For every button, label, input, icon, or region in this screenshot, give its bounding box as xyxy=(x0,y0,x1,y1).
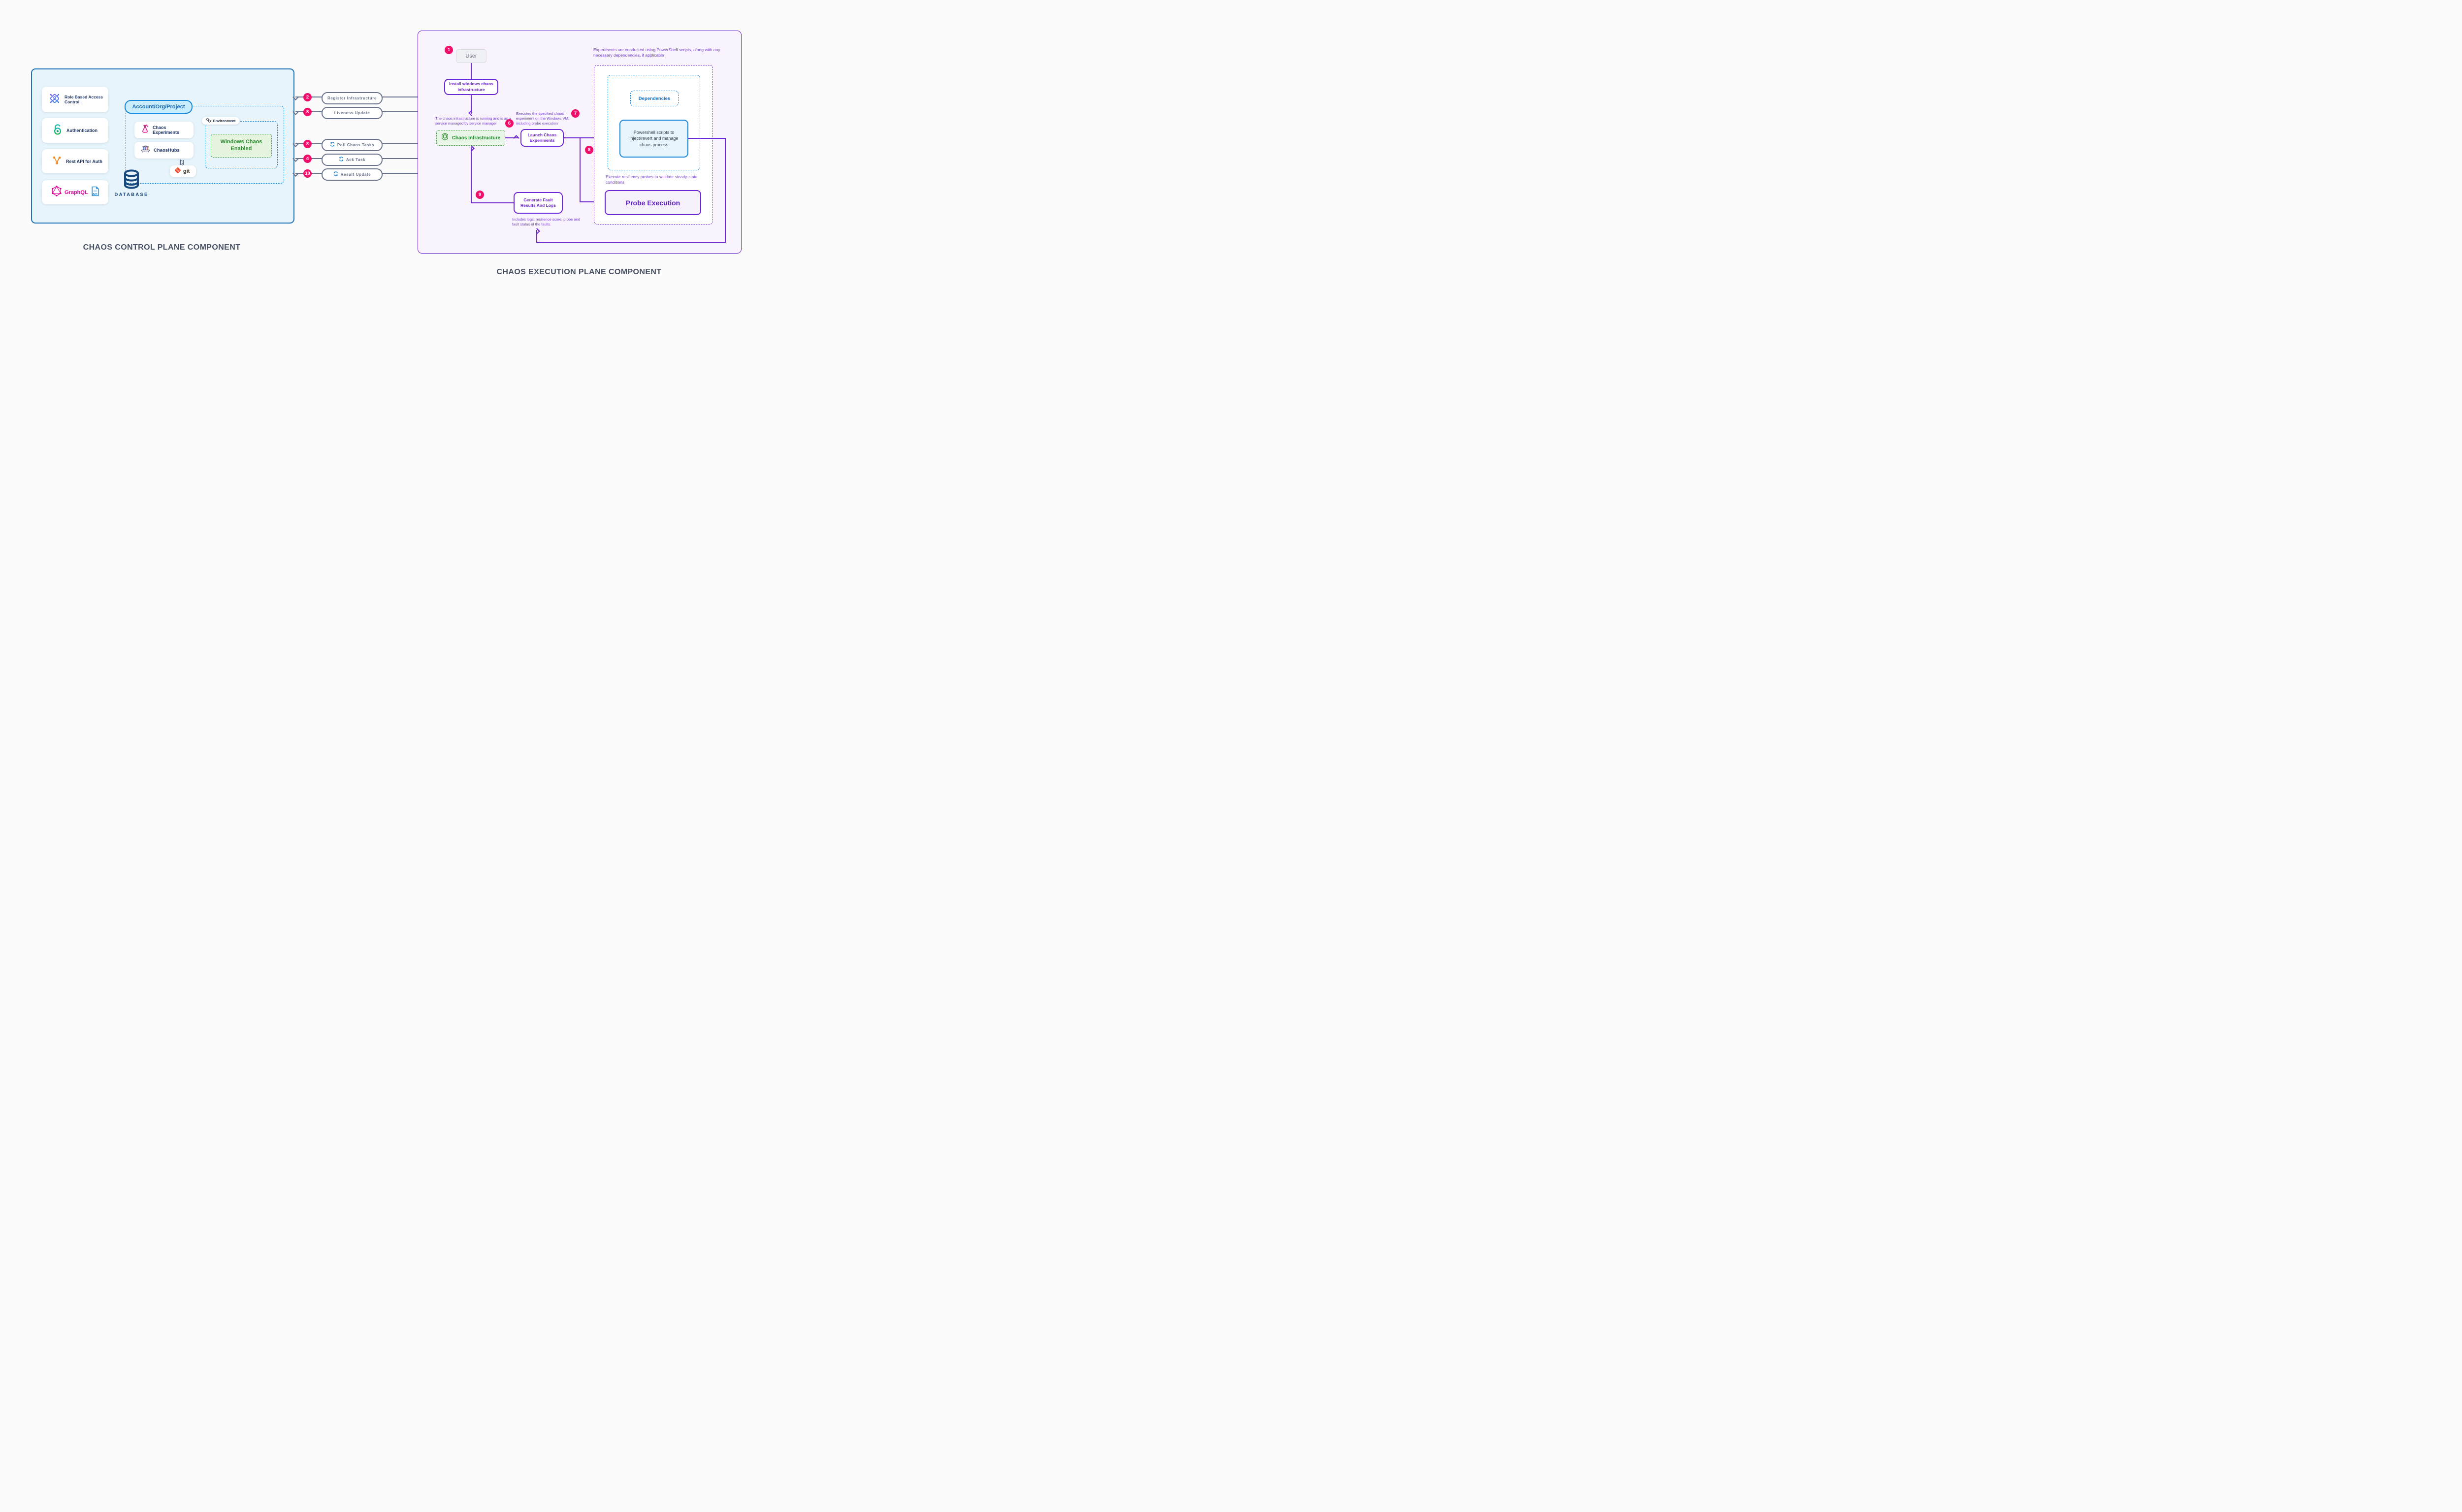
rbac-icon xyxy=(49,93,61,107)
account-scope-region xyxy=(126,106,284,184)
step-badge: 4 xyxy=(303,154,312,163)
git-icon xyxy=(174,167,181,176)
test-tube-rack-icon xyxy=(141,145,150,156)
connector xyxy=(564,137,616,138)
card-authentication: Authentication xyxy=(42,118,108,143)
sync-icon xyxy=(330,142,335,148)
card-label: Authentication xyxy=(66,128,97,133)
note-includes: Includes logs, resilience score, probe a… xyxy=(512,217,580,227)
node-label: Powershell scripts to inject/revert and … xyxy=(629,129,679,147)
step-badge: 3 xyxy=(303,107,312,116)
svg-text:API: API xyxy=(93,193,97,195)
powershell-scripts-node: Powershell scripts to inject/revert and … xyxy=(619,120,688,158)
flow-pill-liveness-update: Liveness Update xyxy=(322,106,383,119)
hexagon-icon xyxy=(441,132,449,143)
execution-plane-title: CHAOS EXECUTION PLANE COMPONENT xyxy=(496,268,662,276)
database-label: DATABASE xyxy=(114,192,149,197)
sync-icon xyxy=(339,157,344,162)
card-label: Role Based Access Control xyxy=(65,95,103,104)
card-rest-api-for-auth: Rest API for Auth xyxy=(42,149,108,173)
git-sync-down-line xyxy=(183,160,184,165)
git-node: git xyxy=(170,165,196,177)
control-plane-title: CHAOS CONTROL PLANE COMPONENT xyxy=(83,243,241,252)
step-badge: 6 xyxy=(505,119,514,128)
step-badge: 2 xyxy=(303,93,312,101)
git-label: git xyxy=(183,168,190,174)
database-icon xyxy=(123,169,140,193)
connector xyxy=(471,63,472,79)
flow-label: Liveness Update xyxy=(334,110,370,115)
windows-chaos-enabled-label: Windows Chaos Enabled xyxy=(220,139,262,152)
step-badge: 7 xyxy=(571,109,580,118)
probe-execution-node: Probe Execution xyxy=(605,190,701,215)
flow-label: Register Infrastructure xyxy=(327,96,377,100)
hexagons-icon xyxy=(206,118,211,124)
connector xyxy=(471,202,514,203)
environment-region xyxy=(205,121,278,168)
account-org-project-pill: Account/Org/Project xyxy=(125,100,193,114)
flow-pill-result-update: Result Update xyxy=(322,168,383,181)
user-node: User xyxy=(456,49,486,63)
flow-label: Ack Task xyxy=(346,157,366,162)
flow-label: Result Update xyxy=(340,172,371,177)
api-document-icon: API xyxy=(91,186,99,199)
connector xyxy=(688,138,726,139)
scripts-inner-region xyxy=(608,75,700,170)
generate-fault-results-node: Generate Fault Results And Logs xyxy=(514,192,563,214)
step-badge: 10 xyxy=(303,169,312,178)
flask-icon xyxy=(141,124,149,136)
node-label: Launch Chaos Experiments xyxy=(527,132,557,143)
node-label: Chaos Infrastructure xyxy=(452,135,501,141)
git-sync-up-line xyxy=(180,160,181,165)
environment-pill: Environment xyxy=(202,117,239,125)
environment-label: Environment xyxy=(213,119,236,123)
card-graphql: GraphQL API xyxy=(42,180,108,204)
launch-chaos-experiments-node: Launch Chaos Experiments xyxy=(520,129,564,147)
note-probes: Execute resiliency probes to validate st… xyxy=(606,174,698,185)
connector xyxy=(471,147,472,203)
step-badge: 8 xyxy=(585,146,593,154)
connector xyxy=(580,137,581,202)
windows-chaos-enabled-node: Windows Chaos Enabled xyxy=(211,134,272,158)
graphql-icon xyxy=(52,186,62,199)
connector xyxy=(471,95,472,114)
card-role-based-access-control: Role Based Access Control xyxy=(42,87,108,112)
node-label: ChaosHubs xyxy=(154,147,180,153)
flow-pill-ack-task: Ack Task xyxy=(322,153,383,166)
note-running: The chaos infrastructure is running and … xyxy=(435,116,511,126)
connector xyxy=(725,138,726,243)
install-windows-chaos-infrastructure-node: Install windows chaos infrastructure xyxy=(444,79,498,95)
note-executes: Executes the specified chaos experiment … xyxy=(516,111,569,126)
rest-api-icon xyxy=(52,155,62,168)
flow-pill-poll-chaos-tasks: Poll Chaos Tasks xyxy=(322,138,383,151)
connector xyxy=(580,201,602,202)
connector xyxy=(536,230,537,243)
step-badge: 3 xyxy=(303,139,312,148)
node-label: Install windows chaos infrastructure xyxy=(449,81,493,92)
connector xyxy=(536,242,726,243)
dependencies-node: Dependencies xyxy=(630,91,679,106)
card-label: Rest API for Auth xyxy=(66,159,102,164)
chaoshubs-node: ChaosHubs xyxy=(134,142,194,159)
node-label: Chaos Experiments xyxy=(153,125,180,135)
step-badge: 1 xyxy=(445,46,453,54)
diagram-canvas: Role Based Access Control Authentication… xyxy=(0,0,772,308)
chaos-infrastructure-node: Chaos Infrastructure xyxy=(436,130,505,146)
note-powershell-scripts: Experiments are conducted using PowerShe… xyxy=(593,47,720,58)
connector xyxy=(505,137,518,138)
chaos-experiments-node: Chaos Experiments xyxy=(134,122,194,138)
sync-icon xyxy=(333,171,338,177)
flow-pill-register-infrastructure: Register Infrastructure xyxy=(322,92,383,104)
node-label: Generate Fault Results And Logs xyxy=(520,197,556,208)
step-badge: 9 xyxy=(476,191,484,199)
flow-label: Poll Chaos Tasks xyxy=(337,142,375,147)
card-label: GraphQL xyxy=(65,189,88,195)
open-lock-icon xyxy=(53,124,63,138)
